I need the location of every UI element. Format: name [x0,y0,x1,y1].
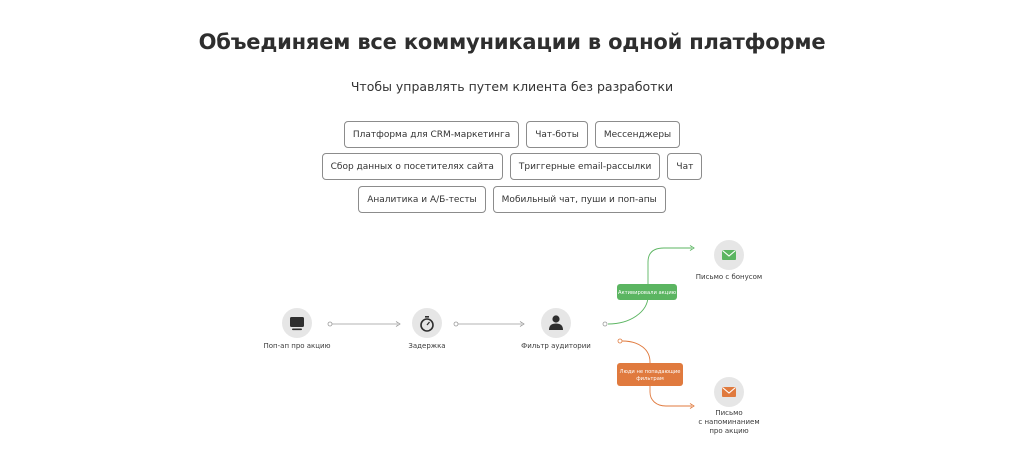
node-reminder-email[interactable]: Письмо с напоминанием про акцию [698,377,760,435]
branch-not-matching-label-2: фильтрам [636,376,664,382]
node-filter-label: Фильтр аудитории [521,342,591,350]
chips-row-3: Аналитика и А/Б-тесты Мобильный чат, пуш… [0,186,1024,213]
branch-not-matching-pill[interactable]: Люди не попадающие фильтрам [617,363,683,386]
node-circle [412,308,442,338]
node-reminder-label-1: Письмо [715,409,742,417]
node-popup-label: Поп-ап про акцию [264,342,331,350]
branch-activated-label: Активировали акцию [618,290,677,296]
chip-analytics-ab[interactable]: Аналитика и А/Б-тесты [358,186,486,213]
main-connectors [327,321,608,327]
node-reminder-label-3: про акцию [709,427,748,435]
node-delay[interactable]: Задержка [408,308,446,350]
node-bonus-email[interactable]: Письмо с бонусом [696,240,762,281]
node-popup[interactable]: Поп-ап про акцию [264,308,331,350]
chips-row-2: Сбор данных о посетителях сайта Триггерн… [0,153,1024,180]
chip-visitor-data[interactable]: Сбор данных о посетителях сайта [321,153,503,180]
chip-chat[interactable]: Чат [667,153,703,180]
node-circle [541,308,571,338]
chip-mobile-chat-push[interactable]: Мобильный чат, пуши и поп-апы [492,186,666,213]
branch-activated-pill[interactable]: Активировали акцию [617,284,677,300]
chip-trigger-emails[interactable]: Триггерные email-рассылки [509,153,661,180]
envelope-icon [722,387,736,397]
node-delay-label: Задержка [408,342,445,350]
branch-not-matching-label-1: Люди не попадающие [620,369,681,375]
node-reminder-label-2: с напоминанием [698,418,759,426]
person-icon [549,315,563,330]
chip-crm-marketing[interactable]: Платформа для CRM-маркетинга [343,121,520,148]
timer-icon [420,316,434,332]
orange-branch-connector [617,338,695,409]
page-subtitle: Чтобы управлять путем клиента без разраб… [350,79,674,94]
page-title: Объединяем все коммуникации в одной плат… [198,30,826,54]
chip-messengers[interactable]: Мессенджеры [594,121,681,148]
envelope-icon [722,250,736,260]
node-filter[interactable]: Фильтр аудитории [521,308,591,350]
chip-chatbots[interactable]: Чат-боты [526,121,588,148]
chips-row-1: Платформа для CRM-маркетинга Чат-боты Ме… [0,121,1024,148]
popup-window-icon [290,317,304,331]
node-bonus-email-label: Письмо с бонусом [696,273,762,281]
green-branch-connector [607,245,695,325]
